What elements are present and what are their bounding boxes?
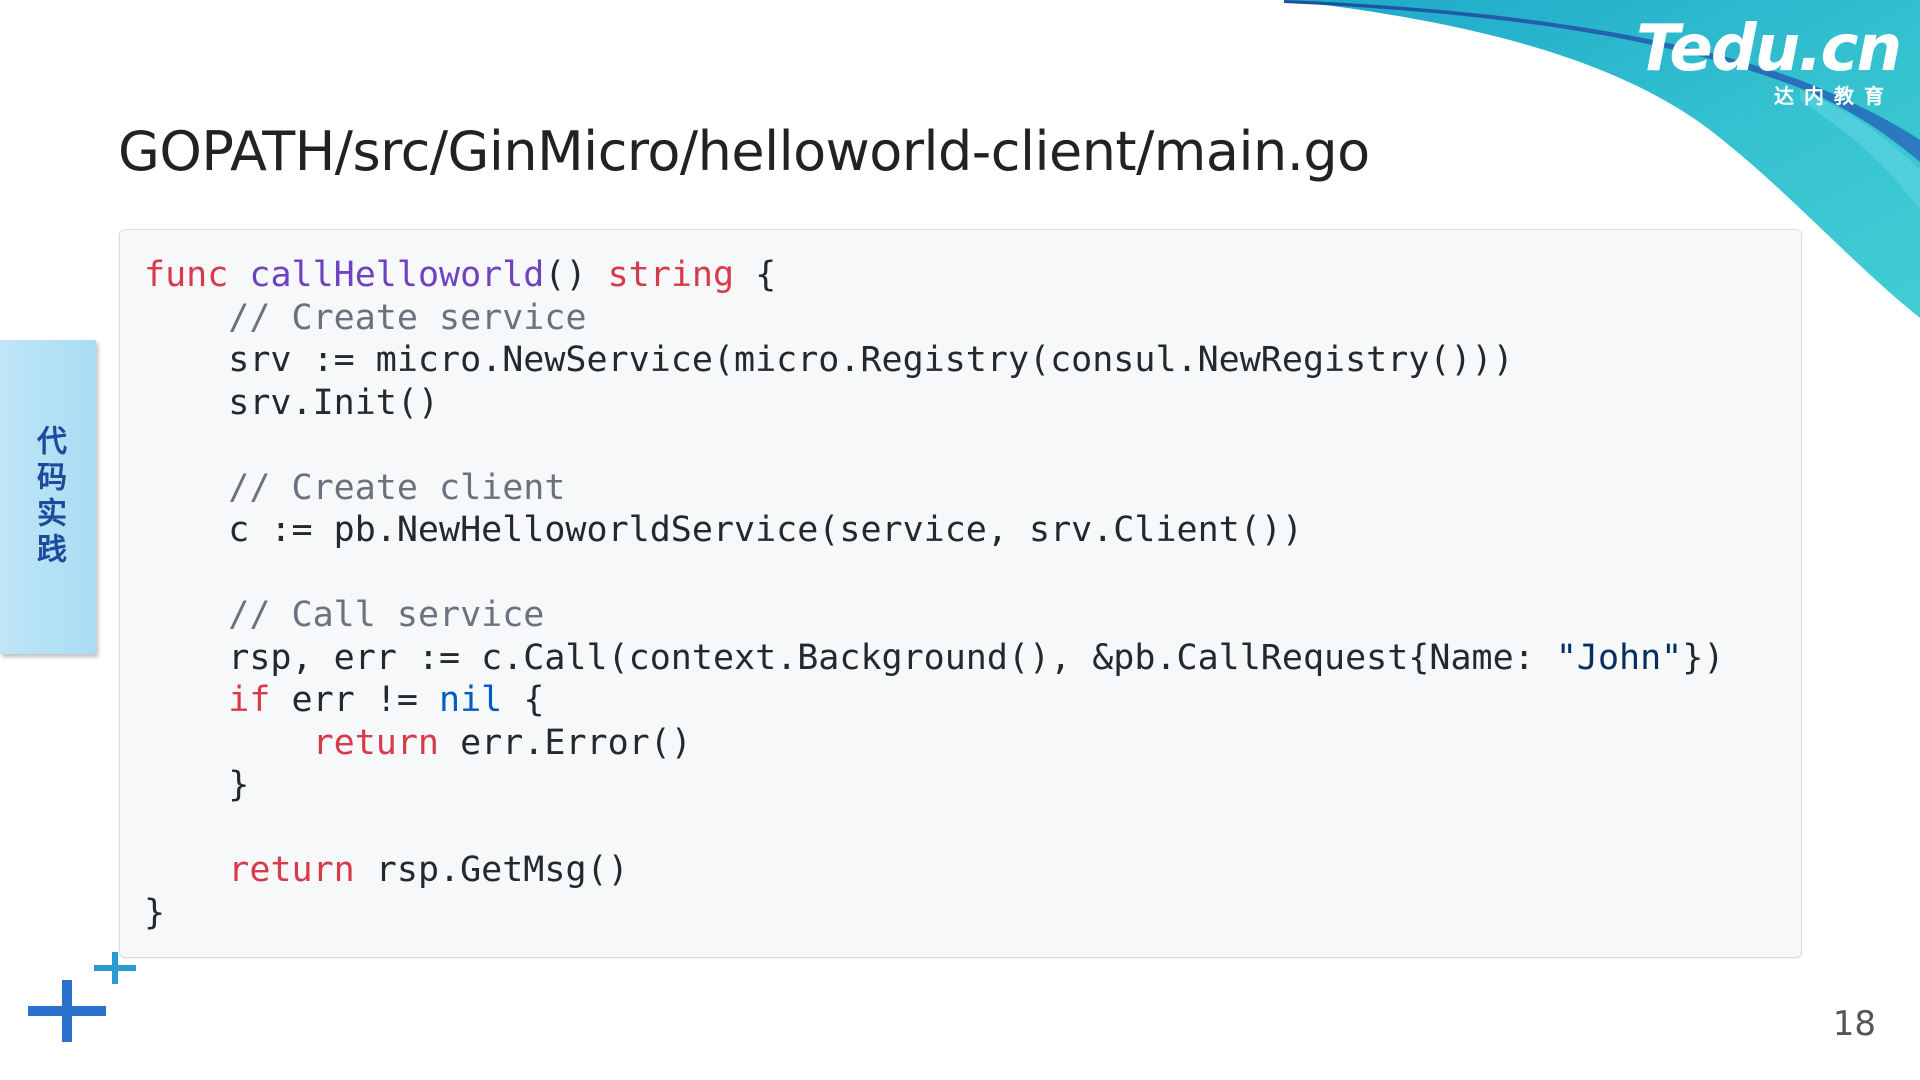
plus-icon-large <box>28 980 106 1042</box>
code-keyword: func <box>144 255 229 295</box>
code-text: func callHelloworld() string { // Create… <box>144 254 1801 934</box>
code-keyword: string <box>607 255 735 295</box>
brand-logo: Tedu.cn <box>1636 12 1902 86</box>
code-line: rsp, err := c.Call(context.Background(),… <box>144 637 1725 678</box>
code-comment: // Create service <box>228 297 587 338</box>
code-keyword: return <box>228 850 355 890</box>
code-string: "John" <box>1555 637 1683 678</box>
side-tab: 代码实践 <box>0 340 96 654</box>
code-line: c := pb.NewHelloworldService(service, sr… <box>144 510 1303 550</box>
code-line: // Create client <box>144 468 565 508</box>
code-block: func callHelloworld() string { // Create… <box>119 229 1802 958</box>
code-comment: // Call service <box>228 595 545 635</box>
code-line: func callHelloworld() string { <box>144 255 777 295</box>
side-tab-label: 代码实践 <box>31 425 66 569</box>
code-line: // Create service <box>144 297 587 338</box>
slide-title: GOPATH/src/GinMicro/helloworld-client/ma… <box>118 120 1370 183</box>
plus-icon-small <box>94 952 136 984</box>
code-line: } <box>144 892 166 933</box>
code-keyword: if <box>228 680 271 720</box>
page-number: 18 <box>1832 1004 1876 1044</box>
code-keyword: return <box>312 722 440 763</box>
brand: Tedu.cn 达内教育 <box>1620 12 1902 109</box>
header-swoosh <box>1284 0 1920 318</box>
code-comment: // Create client <box>228 467 566 508</box>
code-line: return err.Error() <box>312 722 692 763</box>
brand-subtitle: 达内教育 <box>1774 84 1894 108</box>
code-line: srv := micro.NewService(micro.Registry(c… <box>144 340 1514 380</box>
code-line: // Call service <box>144 595 544 635</box>
code-line: if err != nil { <box>228 680 545 720</box>
code-literal: nil <box>439 680 503 720</box>
code-function-name: callHelloworld <box>249 255 545 295</box>
code-line: } <box>144 765 250 805</box>
code-line: return rsp.GetMsg() <box>228 850 629 890</box>
code-line: srv.Init() <box>144 382 440 423</box>
